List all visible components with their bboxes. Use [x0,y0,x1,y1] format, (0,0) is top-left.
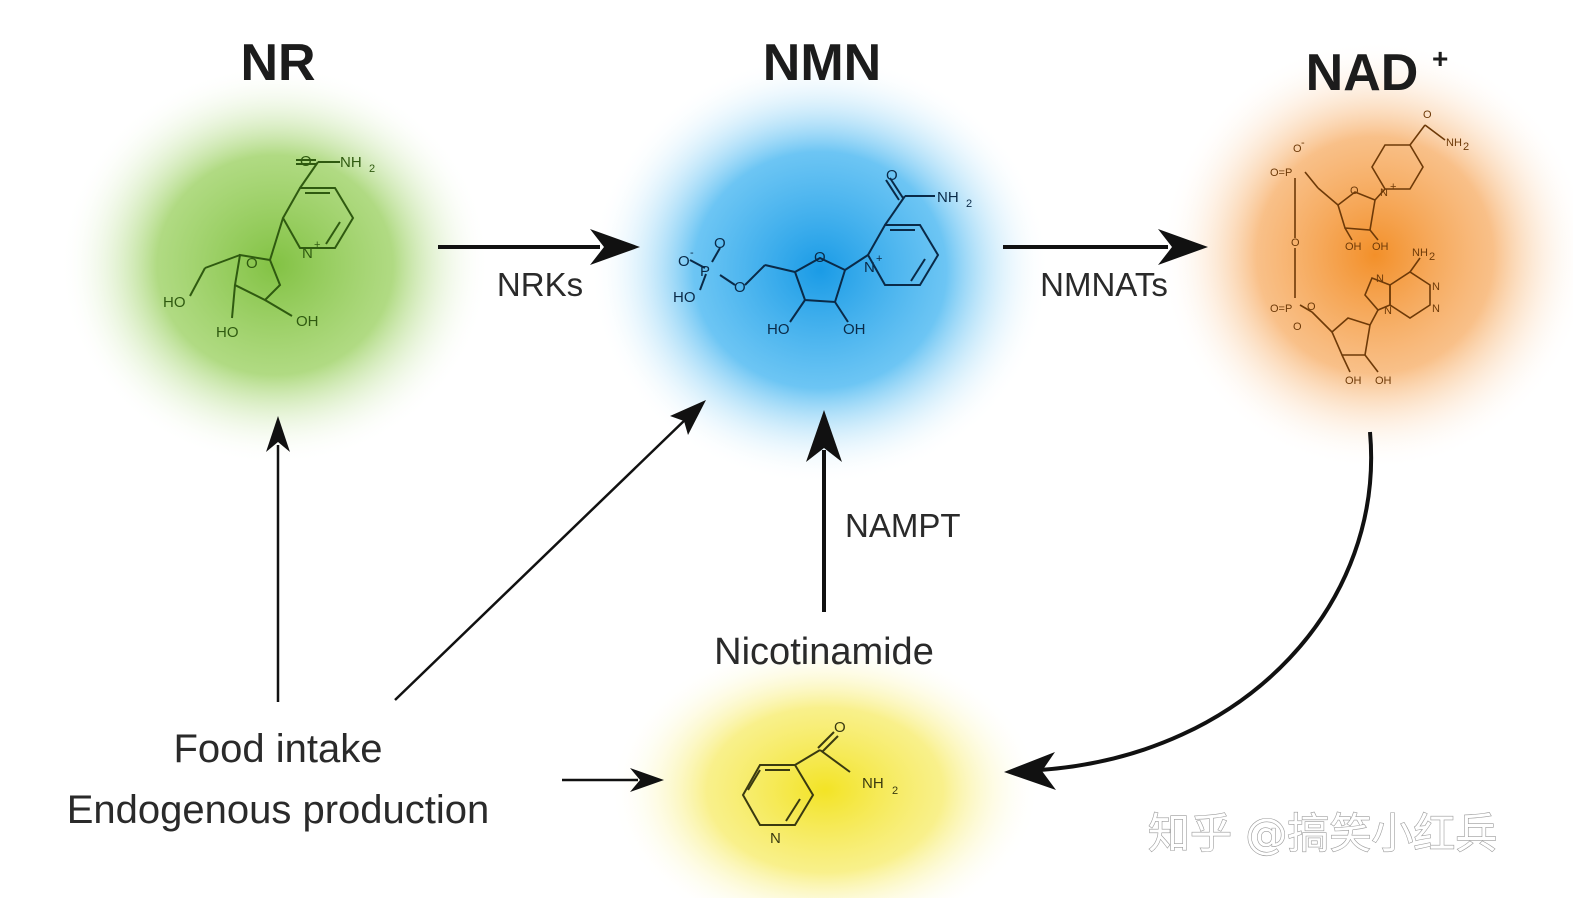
nmn-glow [590,55,1050,485]
nr-glow [60,65,490,465]
arrow-food-to-nicotinamide [562,768,664,792]
svg-text:N: N [1432,303,1440,315]
svg-text:NH: NH [1446,137,1462,149]
watermark: 知乎 @搞笑小红兵 [1148,809,1497,858]
nmn-title: NMN [763,34,881,92]
nr-atoms: O NH 2 N + O HO HO OH [163,153,375,341]
arrow-nr-to-nmn [438,229,640,265]
svg-text:O: O [1423,109,1432,121]
svg-text:N: N [770,830,781,847]
svg-text:HO: HO [216,324,239,341]
svg-text:NH: NH [862,775,884,792]
svg-text:HO: HO [767,321,790,338]
svg-text:O: O [714,235,726,252]
svg-text:O: O [734,279,746,296]
svg-text:O: O [886,167,898,184]
svg-text:NH: NH [1412,247,1428,259]
svg-text:OH: OH [1375,375,1392,387]
nr-structure [189,159,355,319]
svg-text:O: O [1293,321,1302,333]
enzyme-nampt: NAMPT [845,507,961,544]
svg-text:O: O [1307,301,1316,313]
nicotinamide-title: Nicotinamide [714,631,934,673]
svg-text:OH: OH [296,313,319,330]
nad-structure [1294,124,1446,373]
arrow-nicotinamide-to-nmn [806,410,842,612]
svg-text:OH: OH [843,321,866,338]
svg-text:OH: OH [1345,241,1362,253]
svg-text:O: O [300,153,312,170]
arrow-food-to-nr [266,416,290,702]
svg-text:-: - [1301,137,1305,149]
enzyme-nmnats: NMNATs [1040,266,1168,303]
svg-text:2: 2 [966,198,972,210]
arrow-nad-to-nicotinamide [1004,431,1374,790]
svg-text:HO: HO [673,289,696,306]
svg-text:OH: OH [1345,375,1362,387]
svg-text:O=P: O=P [1270,303,1292,315]
svg-text:2: 2 [1463,141,1469,153]
nicotinamide-structure [741,731,851,826]
svg-text:O: O [814,249,826,266]
svg-text:NH: NH [340,154,362,171]
svg-text:N: N [302,245,313,262]
svg-text:2: 2 [892,785,898,797]
svg-text:N: N [1432,281,1440,293]
svg-text:O: O [246,255,258,272]
nr-title: NR [240,34,315,92]
nmn-structure [689,177,940,323]
svg-text:O: O [834,719,846,736]
svg-text:N: N [1376,273,1384,285]
source-food-intake: Food intake [173,727,382,771]
arrow-food-to-nmn [394,400,706,701]
svg-text:+: + [314,239,320,251]
nad-atoms: O - O=P O O NH 2 N + O OH OH NH 2 N N N … [1270,109,1469,387]
svg-text:OH: OH [1372,241,1389,253]
nicotinamide-glow [610,640,1040,898]
svg-text:O=P: O=P [1270,167,1292,179]
svg-text:HO: HO [163,294,186,311]
nmn-atoms: O NH 2 N + O O - P O HO O HO OH [673,167,972,338]
svg-text:N: N [864,259,875,276]
svg-text:+: + [1390,181,1396,193]
nad-title: NAD [1306,44,1419,102]
svg-text:O: O [1293,143,1302,155]
svg-text:N: N [1384,305,1392,317]
svg-text:O: O [678,253,690,270]
nad-glow [1160,40,1573,470]
svg-text:NH: NH [937,189,959,206]
svg-text:O: O [1291,237,1300,249]
svg-text:N: N [1380,187,1388,199]
svg-text:2: 2 [1429,251,1435,263]
nad-title-superscript: + [1432,43,1448,74]
source-endogenous-production: Endogenous production [67,788,490,832]
svg-text:-: - [690,247,694,259]
enzyme-nrks: NRKs [497,266,583,303]
svg-text:+: + [876,253,882,265]
svg-text:2: 2 [369,163,375,175]
svg-text:P: P [700,263,710,280]
svg-text:O: O [1350,185,1359,197]
arrow-nmn-to-nad [1003,229,1208,265]
nicotinamide-atoms: O NH 2 N [770,719,898,847]
